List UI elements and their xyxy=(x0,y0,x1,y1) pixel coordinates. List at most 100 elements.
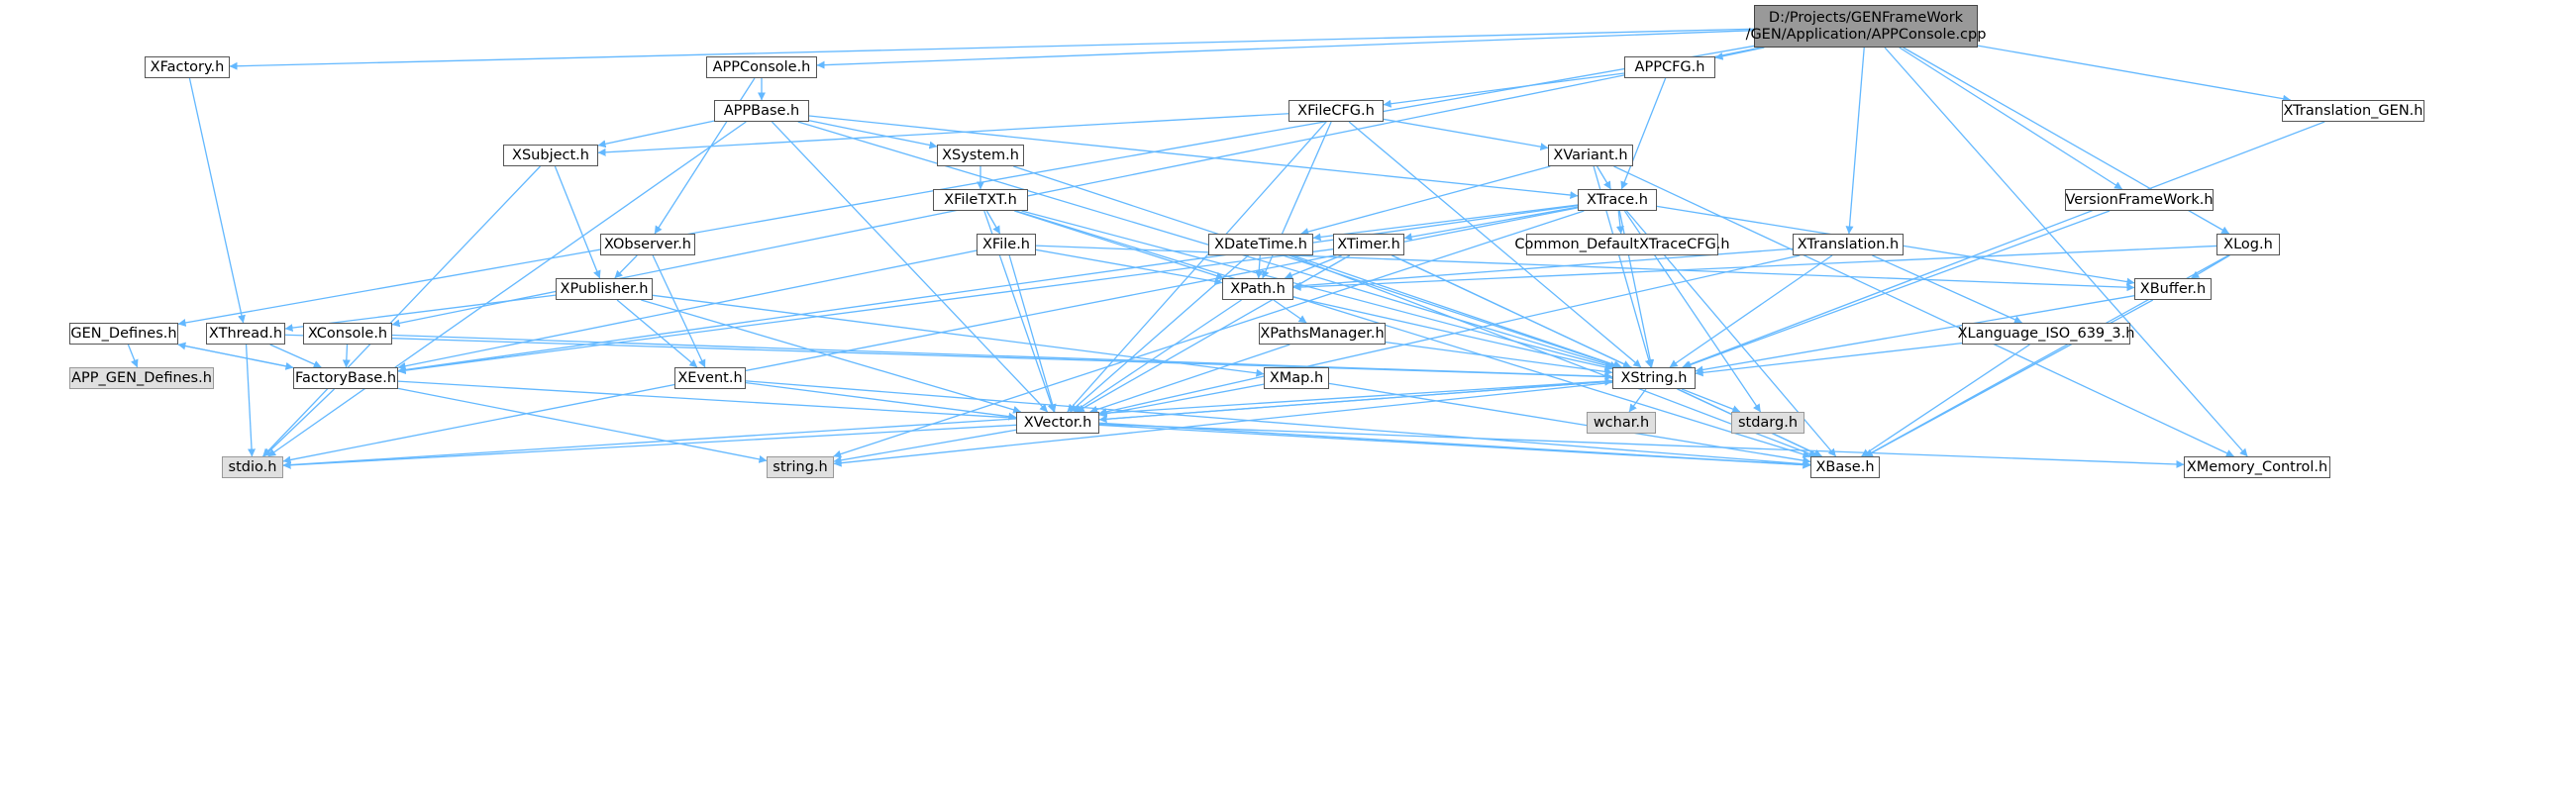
edge-root-to-xfactory xyxy=(229,28,1755,70)
node-versionframework[interactable]: VersionFrameWork.h xyxy=(2065,189,2214,211)
edge-appbase-to-stdio xyxy=(267,121,747,457)
edge-xdatetime-to-xstring xyxy=(1292,254,1623,369)
node-xfactory[interactable]: XFactory.h xyxy=(145,56,230,78)
edge-xtimer-to-xvector xyxy=(1076,254,1351,413)
edge-xstring-to-wchar xyxy=(1628,388,1647,413)
edge-xfilecfg-to-xstring xyxy=(1348,121,1642,368)
edge-xstring-to-stdarg xyxy=(1681,388,1741,413)
node-xevent[interactable]: XEvent.h xyxy=(674,367,746,389)
edge-xpublisher-to-xevent xyxy=(616,299,698,368)
node-xbase[interactable]: XBase.h xyxy=(1810,456,1880,478)
edge-xlog-to-xpath xyxy=(1292,245,2217,292)
edge-xfiletxt-to-xbase xyxy=(1015,210,1811,458)
node-xstring[interactable]: XString.h xyxy=(1612,367,1696,389)
node-xvector[interactable]: XVector.h xyxy=(1016,412,1099,434)
node-root-file[interactable]: D:/Projects/GENFrameWork /GEN/Applicatio… xyxy=(1746,5,1986,48)
edge-appbase-to-xstring xyxy=(797,121,1618,369)
node-string[interactable]: string.h xyxy=(767,456,834,478)
node-xlanguage-iso-639-3[interactable]: XLanguage_ISO_639_3.h xyxy=(1958,323,2134,345)
node-xtimer[interactable]: XTimer.h xyxy=(1333,234,1404,255)
edge-xtranslation-to-xlanguage xyxy=(1872,254,2022,324)
edge-versionframework-to-xstring xyxy=(1683,210,2111,369)
edge-xtranslation-to-xstring xyxy=(1669,254,1833,368)
edge-xfilecfg-to-xsubject xyxy=(597,113,1289,156)
edge-factorybase-to-xbase xyxy=(397,380,1811,469)
edge-xstring-to-string xyxy=(833,381,1613,467)
node-appbase[interactable]: APPBase.h xyxy=(714,100,809,122)
node-app-gen-defines[interactable]: APP_GEN_Defines.h xyxy=(69,367,214,389)
edge-xdatetime-to-xvector xyxy=(1070,254,1249,413)
root-path-line-1: D:/Projects/GENFrameWork xyxy=(1768,9,1964,26)
edge-root-to-gen_defines xyxy=(177,45,1755,327)
edge-xvector-to-xstring xyxy=(1098,377,1613,421)
node-xsubject[interactable]: XSubject.h xyxy=(503,145,598,166)
edge-xpath-to-xstring xyxy=(1292,296,1613,371)
node-xpathsmanager[interactable]: XPathsManager.h xyxy=(1259,323,1386,345)
node-xfile[interactable]: XFile.h xyxy=(977,234,1036,255)
edge-appcfg-to-xtrace xyxy=(1620,77,1667,190)
node-xvariant[interactable]: XVariant.h xyxy=(1548,145,1633,166)
edge-appbase-to-xvector xyxy=(771,121,1049,413)
node-xthread[interactable]: XThread.h xyxy=(206,323,285,345)
edge-root-to-appconsole xyxy=(816,30,1755,69)
node-gen-defines[interactable]: GEN_Defines.h xyxy=(69,323,178,345)
edge-xlanguage-to-xstring xyxy=(1695,343,1963,377)
node-xfiletxt[interactable]: XFileTXT.h xyxy=(933,189,1028,211)
edge-xtrace-to-string xyxy=(833,210,1585,458)
edge-xstring-to-stdio xyxy=(282,380,1613,469)
edge-xpath-to-xpathsmanager xyxy=(1273,299,1307,324)
edge-xvector-to-xmemory_control xyxy=(1098,423,2185,468)
edge-root-to-xmemory_control xyxy=(1884,47,2248,457)
edge-xpathsmanager-to-xstring xyxy=(1385,341,1613,376)
node-xtranslation-gen[interactable]: XTranslation_GEN.h xyxy=(2282,100,2424,122)
edge-xevent-to-xvector xyxy=(745,381,1017,421)
edge-xvector-to-string xyxy=(833,429,1017,464)
node-factorybase[interactable]: FactoryBase.h xyxy=(293,367,398,389)
edge-root-to-xtranslation_gen xyxy=(1977,45,2292,103)
node-xmemory-control[interactable]: XMemory_Control.h xyxy=(2184,456,2330,478)
edge-appcfg-to-xfilecfg xyxy=(1383,72,1625,108)
node-xpath[interactable]: XPath.h xyxy=(1222,278,1293,300)
edge-xvariant-to-xtrace xyxy=(1597,165,1611,190)
edge-xtrace-to-factorybase xyxy=(397,204,1579,374)
node-appcfg[interactable]: APPCFG.h xyxy=(1624,56,1715,78)
edge-root-to-xtranslation xyxy=(1845,47,1865,235)
node-xtranslation[interactable]: XTranslation.h xyxy=(1793,234,1904,255)
node-xpublisher[interactable]: XPublisher.h xyxy=(556,278,653,300)
node-xmap[interactable]: XMap.h xyxy=(1264,367,1329,389)
edge-xtranslation_gen-to-xstring xyxy=(1682,121,2325,369)
node-xbuffer[interactable]: XBuffer.h xyxy=(2134,278,2212,300)
edge-xvariant-to-xdatetime xyxy=(1300,165,1551,236)
edge-xmap-to-xvector xyxy=(1098,383,1265,418)
edge-xconsole-to-xstring xyxy=(391,334,1613,381)
node-xconsole[interactable]: XConsole.h xyxy=(303,323,392,345)
edge-xvector-to-xbase xyxy=(1098,424,1811,469)
node-xtrace[interactable]: XTrace.h xyxy=(1578,189,1657,211)
node-appconsole[interactable]: APPConsole.h xyxy=(706,56,817,78)
edge-xtrace-to-xdatetime xyxy=(1312,204,1579,242)
node-xsystem[interactable]: XSystem.h xyxy=(937,145,1024,166)
edge-xtrace-to-common_default xyxy=(1615,210,1624,235)
edge-appbase-to-xtrace xyxy=(808,115,1579,200)
edge-xthread-to-xstring xyxy=(284,334,1613,381)
edge-appbase-to-xsubject xyxy=(597,120,715,148)
node-xfilecfg[interactable]: XFileCFG.h xyxy=(1288,100,1384,122)
node-stdio[interactable]: stdio.h xyxy=(222,456,283,478)
node-xlog[interactable]: XLog.h xyxy=(2216,234,2280,255)
node-xobserver[interactable]: XObserver.h xyxy=(600,234,695,255)
edge-appbase-to-xsystem xyxy=(808,120,938,149)
node-stdarg[interactable]: stdarg.h xyxy=(1731,412,1804,434)
edge-xlanguage-to-xbase xyxy=(1861,344,2030,457)
edge-xbuffer-to-xstring xyxy=(1695,295,2135,374)
edge-xsubject-to-xpublisher xyxy=(554,165,601,279)
edge-xfactory-to-xthread xyxy=(188,77,246,324)
edge-xthread-to-stdio xyxy=(245,344,257,457)
node-common-defaultxtracecfg[interactable]: Common_DefaultXTraceCFG.h xyxy=(1514,234,1730,255)
edge-xfile-to-factorybase xyxy=(397,249,978,370)
edge-xfiletxt-to-xfile xyxy=(985,210,1001,235)
node-wchar[interactable]: wchar.h xyxy=(1587,412,1656,434)
edge-xpath-to-xvector xyxy=(1074,299,1242,413)
node-xdatetime[interactable]: XDateTime.h xyxy=(1208,234,1313,255)
